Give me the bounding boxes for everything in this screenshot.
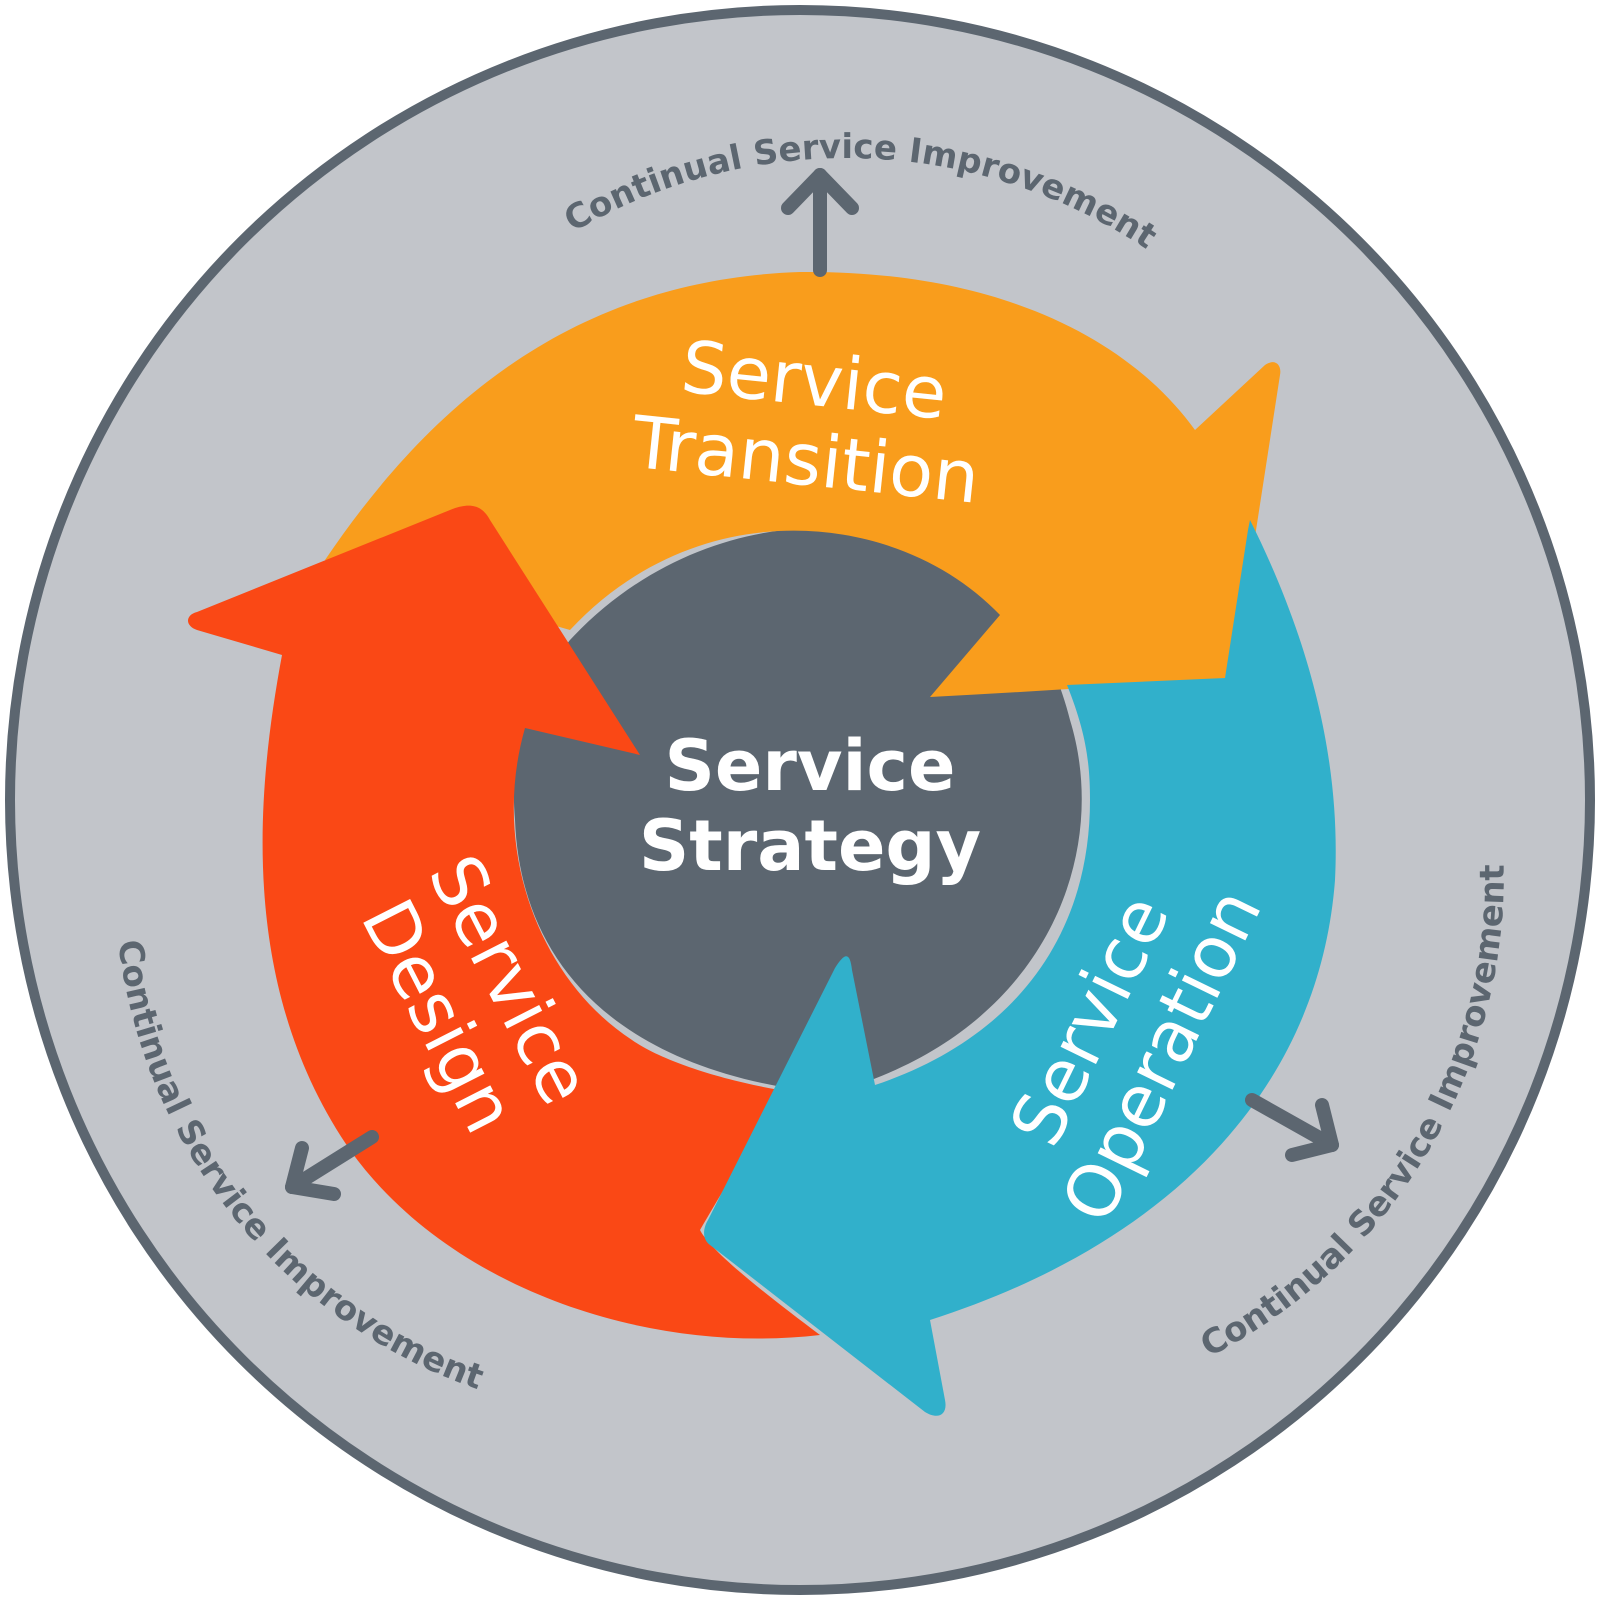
design-arrow xyxy=(188,505,820,1339)
arrow-down-right-icon xyxy=(1245,1093,1339,1162)
arrow-down-left-icon xyxy=(285,1130,379,1201)
transition-arrow xyxy=(325,271,1281,697)
operation-arrow xyxy=(704,520,1336,1416)
strategy-core xyxy=(513,527,1082,1090)
arrow-up-icon xyxy=(781,168,859,277)
core-title-line2: Strategy xyxy=(639,805,981,887)
core-title-line1: Service xyxy=(664,725,955,807)
